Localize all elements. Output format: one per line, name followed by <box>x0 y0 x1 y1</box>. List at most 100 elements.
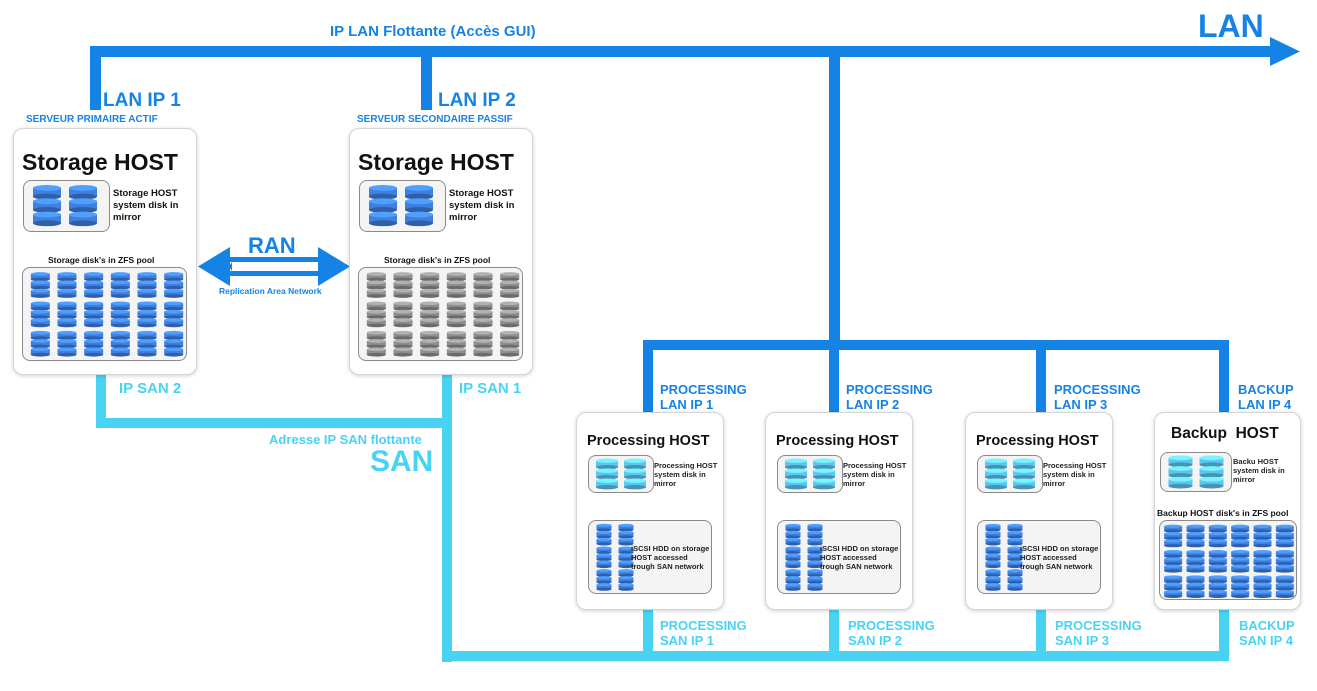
zfs-pool-box <box>22 267 187 361</box>
disk-icon <box>1231 550 1250 573</box>
disk-icon <box>985 546 1001 569</box>
processing-san-ip-1-label: PROCESSING SAN IP 1 <box>660 618 747 648</box>
disk-icon <box>1168 455 1193 489</box>
lan-drop-processing-2 <box>829 340 839 412</box>
system-disk-box <box>588 455 654 493</box>
disk-icon <box>393 272 413 298</box>
lan-arrowhead <box>1270 37 1300 66</box>
backup-san-ip-4-label: BACKUP SAN IP 4 <box>1239 618 1295 648</box>
disk-icon <box>1164 524 1183 548</box>
disk-icon <box>393 330 413 357</box>
ip-san-1-label: IP SAN 1 <box>459 380 522 397</box>
lan-drop-processing-1 <box>643 340 653 412</box>
san-drop-storage-1 <box>96 374 106 428</box>
system-disk-caption: Processing HOST system disk in mirror <box>843 461 907 488</box>
system-disk-box <box>359 180 446 232</box>
disk-icon <box>405 185 433 227</box>
processing-san-ip-2-label: PROCESSING SAN IP 2 <box>848 618 935 648</box>
backup-host: Backup HOST Backu HOST system disk in mi… <box>1154 412 1301 610</box>
disk-icon <box>446 301 466 328</box>
disk-icon <box>420 272 440 298</box>
storage-primary-role: SERVEUR PRIMAIRE ACTIF <box>26 114 158 125</box>
disk-icon <box>618 569 634 591</box>
disk-icon <box>110 330 130 357</box>
system-disk-icons <box>596 458 646 490</box>
processing-host-2-title: Processing HOST <box>776 433 899 449</box>
disk-icon <box>1199 455 1224 489</box>
disk-icon <box>473 330 493 357</box>
ran-label: RAN <box>248 233 296 258</box>
system-disk-box <box>23 180 110 232</box>
disk-icon <box>1186 575 1205 598</box>
iscsi-caption: iSCSI HDD on storage HOST accessed troug… <box>1020 544 1099 571</box>
processing-lan-ip-2-label: PROCESSING LAN IP 2 <box>846 382 933 412</box>
disk-icon <box>366 330 386 357</box>
disk-icon <box>473 272 493 298</box>
disk-icon <box>30 330 50 357</box>
system-disk-icons <box>785 458 835 490</box>
disk-icon <box>30 272 50 298</box>
san-trunk <box>442 374 452 662</box>
san-drop-processing-2 <box>829 605 839 661</box>
system-disk-caption: Storage HOST system disk in mirror <box>113 188 179 223</box>
disk-icon <box>618 523 634 546</box>
zfs-pool-label: Storage disk's in ZFS pool <box>48 255 155 265</box>
disk-icon <box>807 546 823 569</box>
disk-icon <box>985 458 1007 490</box>
ran-double-arrow <box>198 247 350 286</box>
san-drop-backup <box>1219 605 1229 661</box>
zfs-pool-box <box>1159 520 1297 600</box>
lan-drop-storage-1 <box>90 46 101 110</box>
iscsi-caption: iSCSI HDD on storage HOST accessed troug… <box>631 544 710 571</box>
storage-host-secondary-title: Storage HOST <box>358 149 514 175</box>
disk-icon <box>1208 575 1227 598</box>
zfs-pool-label: Storage disk's in ZFS pool <box>384 255 491 265</box>
disk-icon <box>137 330 157 357</box>
disk-icon <box>785 569 801 591</box>
system-disk-caption: Backu HOST system disk in mirror <box>1233 457 1285 484</box>
backup-host-title: Backup HOST <box>1171 425 1279 442</box>
processing-lan-ip-1-label: PROCESSING LAN IP 1 <box>660 382 747 412</box>
lan-drop-backup <box>1219 340 1229 412</box>
disk-icon <box>1007 546 1023 569</box>
disk-icon <box>446 330 466 357</box>
system-disk-icons <box>985 458 1035 490</box>
system-disk-caption: Storage HOST system disk in mirror <box>449 188 515 223</box>
disk-icon <box>137 301 157 328</box>
iscsi-disk-icons <box>785 523 823 591</box>
storage-host-primary-title: Storage HOST <box>22 149 178 175</box>
iscsi-box: iSCSI HDD on storage HOST accessed troug… <box>588 520 712 594</box>
disk-icon <box>1275 524 1294 548</box>
san-floating-label: Adresse IP SAN flottante <box>269 432 422 447</box>
system-disk-caption: Processing HOST system disk in mirror <box>654 461 718 488</box>
processing-host-3: Processing HOST Processing HOST system d… <box>965 412 1113 610</box>
system-disk-icons <box>369 185 433 227</box>
san-link-storage <box>96 418 452 428</box>
iscsi-caption: iSCSI HDD on storage HOST accessed troug… <box>820 544 899 571</box>
processing-host-3-title: Processing HOST <box>976 433 1099 449</box>
disk-icon <box>807 569 823 591</box>
disk-icon <box>1208 550 1227 573</box>
disk-icon <box>1253 550 1272 573</box>
disk-icon <box>785 546 801 569</box>
storage-secondary-role: SERVEUR SECONDAIRE PASSIF <box>357 114 513 125</box>
disk-icon <box>366 272 386 298</box>
disk-icon <box>1208 524 1227 548</box>
disk-icon <box>1231 524 1250 548</box>
disk-icon <box>30 301 50 328</box>
processing-host-1: Processing HOST Processing HOST system d… <box>576 412 724 610</box>
disk-icon <box>84 301 104 328</box>
disk-icon <box>57 330 77 357</box>
disk-icon <box>164 330 184 357</box>
lan-trunk <box>829 46 840 346</box>
zfs-pool-disk-icons <box>30 272 184 357</box>
disk-icon <box>500 301 520 328</box>
processing-san-ip-3-label: PROCESSING SAN IP 3 <box>1055 618 1142 648</box>
ran-sublabel: Replication Area Network <box>219 286 322 296</box>
san-drop-processing-3 <box>1036 605 1046 661</box>
san-label: SAN <box>370 445 434 478</box>
lan-bus <box>90 46 1275 57</box>
lan-ip-2-label: LAN IP 2 <box>438 90 516 111</box>
zfs-pool-box <box>358 267 523 361</box>
